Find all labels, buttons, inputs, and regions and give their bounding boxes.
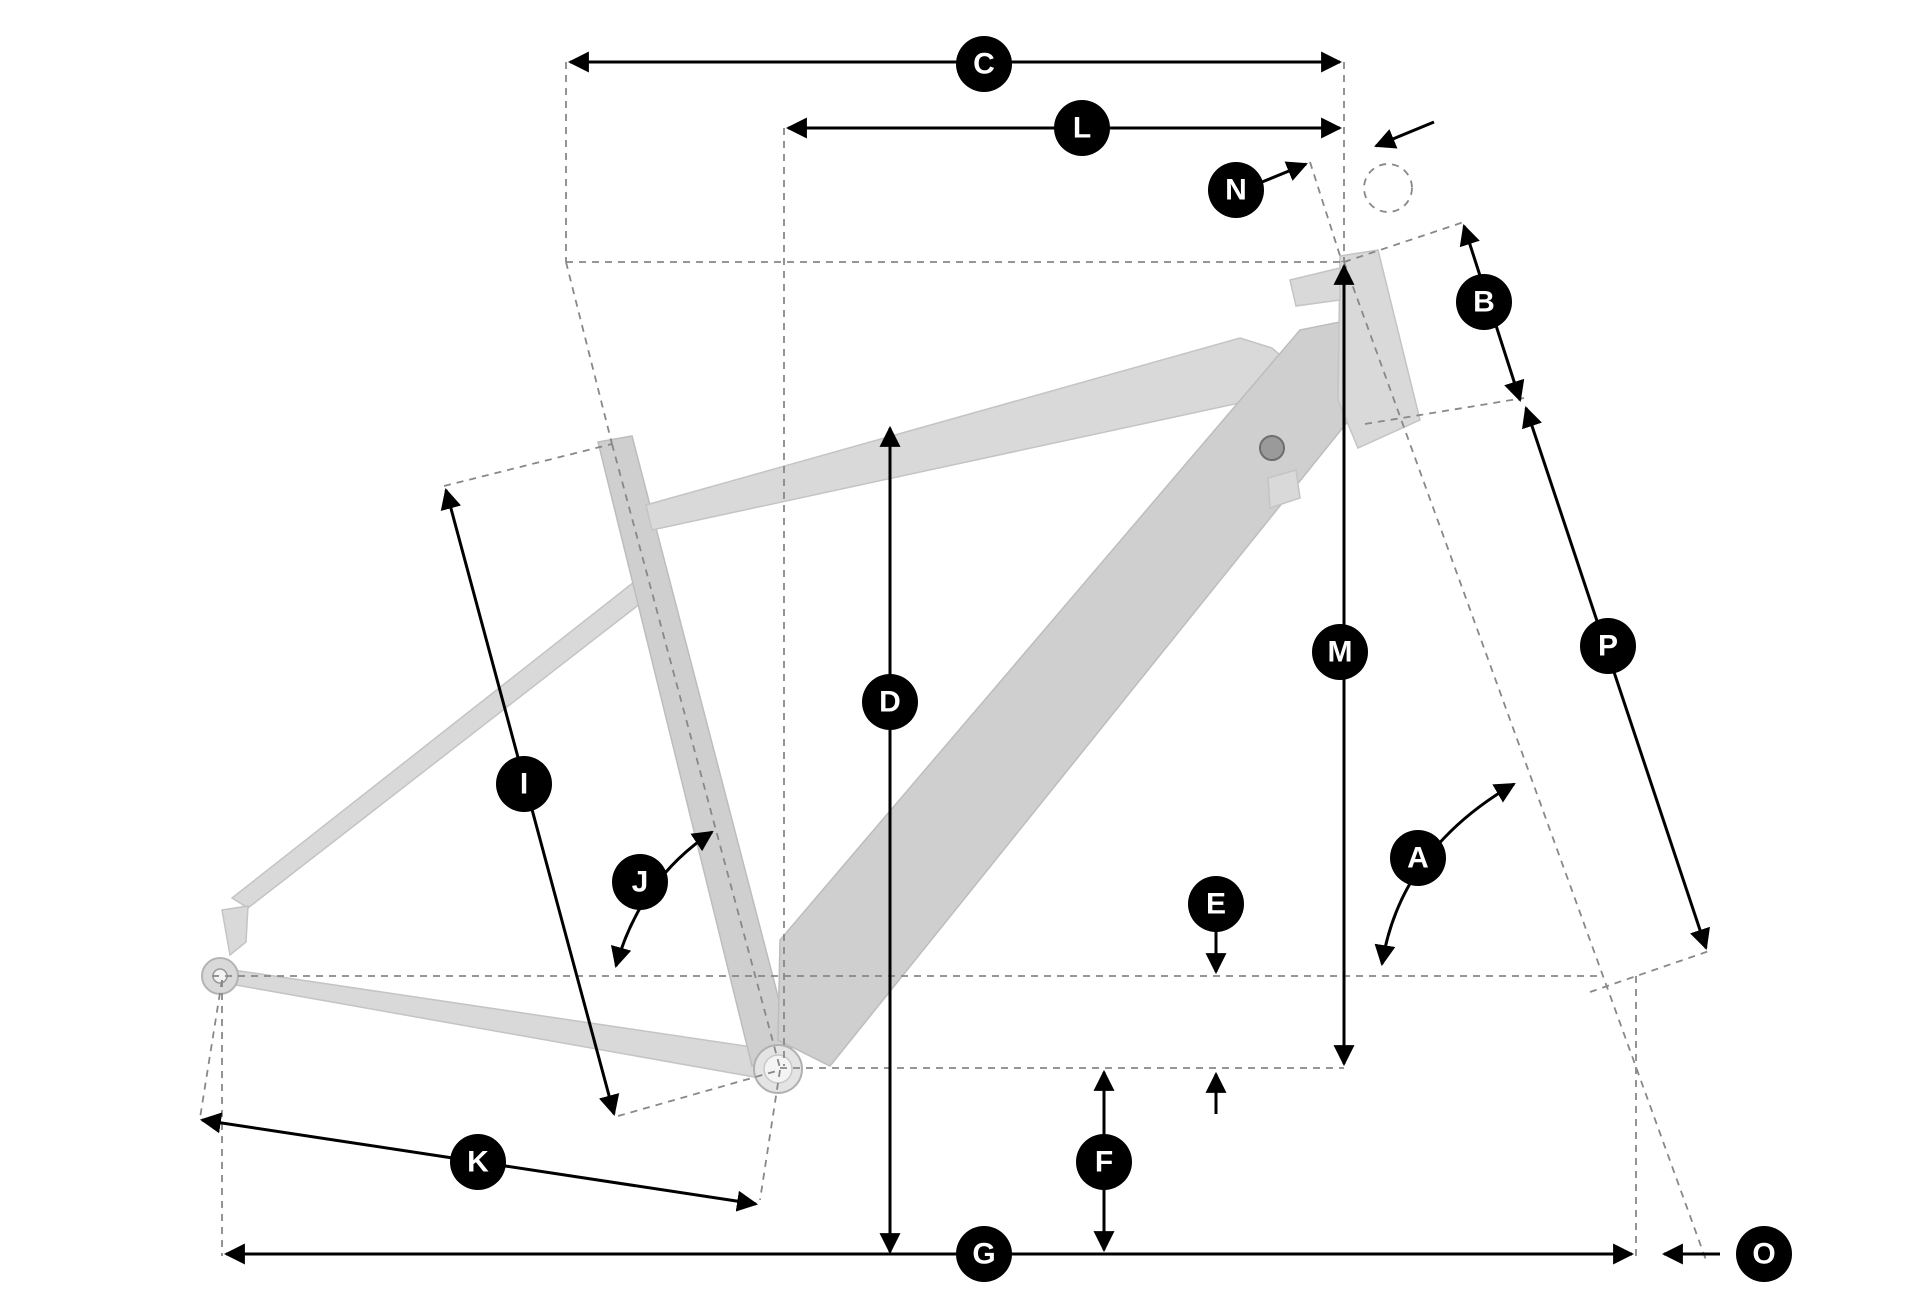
dimension-line-N-right xyxy=(1374,120,1435,149)
head-tube-cap xyxy=(1289,267,1341,307)
dropout-hanger xyxy=(221,905,249,957)
badge-N: N xyxy=(1208,162,1264,218)
svg-text:J: J xyxy=(632,866,649,899)
svg-text:D: D xyxy=(879,686,901,719)
svg-text:P: P xyxy=(1598,630,1618,663)
svg-text:E: E xyxy=(1206,888,1226,921)
svg-text:G: G xyxy=(972,1238,995,1271)
badge-F: F xyxy=(1076,1134,1132,1190)
badge-J: J xyxy=(612,854,668,910)
badge-B: B xyxy=(1456,274,1512,330)
dimension-line-N-left xyxy=(1261,161,1308,184)
bike-frame xyxy=(201,249,1421,1094)
svg-text:C: C xyxy=(973,48,995,81)
badge-M: M xyxy=(1312,624,1368,680)
dimension-lines xyxy=(199,51,1720,1265)
chain-stay xyxy=(217,966,774,1079)
svg-text:F: F xyxy=(1095,1146,1113,1179)
badge-I: I xyxy=(496,756,552,812)
badge-G: G xyxy=(956,1226,1012,1282)
battery-cover xyxy=(1267,469,1301,510)
svg-text:N: N xyxy=(1225,174,1247,207)
badge-C: C xyxy=(956,36,1012,92)
svg-text:B: B xyxy=(1473,286,1495,319)
svg-text:K: K xyxy=(467,1146,489,1179)
badge-O: O xyxy=(1736,1226,1792,1282)
badge-L: L xyxy=(1054,100,1110,156)
svg-text:M: M xyxy=(1328,636,1353,669)
badge-D: D xyxy=(862,674,918,730)
svg-text:L: L xyxy=(1073,112,1091,145)
guide-lines xyxy=(199,62,1713,1261)
label-badges: C L N B P M D I xyxy=(450,36,1792,1282)
dimension-line-P xyxy=(1522,406,1710,950)
badge-K: K xyxy=(450,1134,506,1190)
svg-text:I: I xyxy=(520,768,528,801)
seat-stay xyxy=(230,581,652,909)
badge-A: A xyxy=(1390,830,1446,886)
badge-E: E xyxy=(1188,876,1244,932)
svg-text:O: O xyxy=(1752,1238,1775,1271)
frame-bolt xyxy=(1259,435,1285,461)
svg-text:A: A xyxy=(1407,842,1429,875)
badge-P: P xyxy=(1580,618,1636,674)
